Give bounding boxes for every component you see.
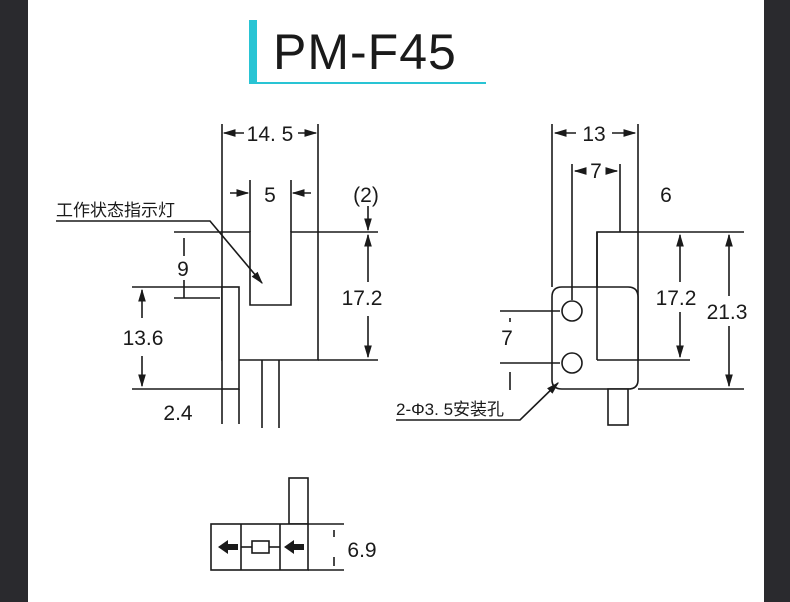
bottom-view xyxy=(210,477,344,571)
bottom-cable xyxy=(288,477,309,525)
dim-side-height-total: 21.3 xyxy=(707,301,748,324)
dim-bottom-thickness: 6.9 xyxy=(347,539,376,562)
side-view xyxy=(396,124,744,426)
dim-side-height-inner: 17.2 xyxy=(656,287,697,310)
dim-slot-width: 5 xyxy=(264,184,276,207)
drawing-sheet xyxy=(28,0,764,602)
title-accent-bar xyxy=(249,20,257,84)
light-direction-arrow-left xyxy=(218,540,238,554)
dim-width-total: 14. 5 xyxy=(247,123,294,146)
dim-lower-height: 13.6 xyxy=(123,327,164,350)
dim-slot-depth: 9 xyxy=(177,258,189,281)
bottom-view-labels: 6.9 xyxy=(347,539,376,562)
mounting-hole-label: 2-Φ3. 5安装孔 xyxy=(396,400,504,419)
indicator-label: 工作状态指示灯 xyxy=(56,201,175,220)
mounting-hole-upper xyxy=(561,300,583,322)
side-base xyxy=(551,286,639,390)
front-view-labels: 14. 5 5 (2) 9 17.2 13.6 2.4 工作状态指示灯 xyxy=(56,123,382,425)
bottom-arrows xyxy=(218,540,304,554)
front-view xyxy=(56,124,378,428)
dim-thickness: 6 xyxy=(660,184,672,207)
dim-height: 17.2 xyxy=(342,287,383,310)
dim-hole-spacing: 7 xyxy=(501,327,513,350)
side-view-labels: 13 7 6 17.2 21.3 7 2-Φ3. 5安装孔 xyxy=(396,123,747,419)
dim-gap: (2) xyxy=(353,184,379,207)
title-block: PM-F45 xyxy=(249,20,486,84)
bottom-sensor-window xyxy=(251,540,270,554)
light-direction-arrow-right xyxy=(284,540,304,554)
page-title: PM-F45 xyxy=(273,24,457,80)
side-cable xyxy=(607,388,629,426)
mounting-hole-leader xyxy=(396,382,559,421)
dim-hole-offset: 7 xyxy=(590,160,602,183)
indicator-leader xyxy=(56,220,263,284)
mounting-hole-lower xyxy=(561,352,583,374)
dim-side-width: 13 xyxy=(582,123,605,146)
title-underline xyxy=(249,82,486,84)
front-tab xyxy=(221,286,240,390)
dim-tab-width: 2.4 xyxy=(163,402,193,425)
